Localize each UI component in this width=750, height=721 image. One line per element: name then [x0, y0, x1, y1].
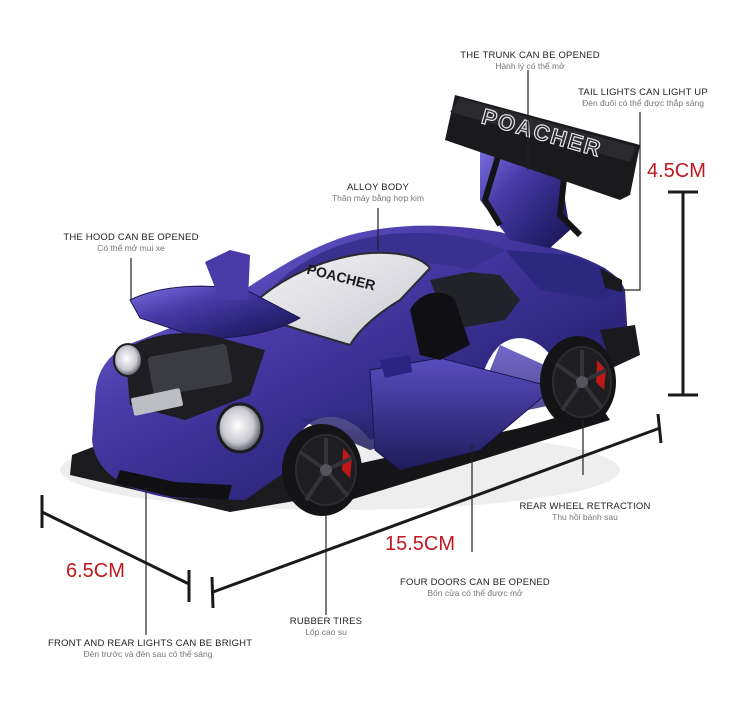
dimension-lines: [40, 190, 698, 609]
front-wheel: [282, 424, 362, 516]
open-hood: [129, 285, 302, 339]
tail-lights-leader: [622, 112, 641, 291]
length-dimension: 15.5CM: [385, 533, 456, 555]
lights-label: FRONT AND REAR LIGHTS CAN BE BRIGHT Đèn …: [48, 638, 253, 660]
front-brake-caliper: [342, 448, 352, 478]
rear-wheel-label-vi: Thu hồi bánh sau: [552, 511, 618, 522]
rear-wheel: [540, 336, 616, 428]
hood-label-en: THE HOOD CAN BE OPENED: [63, 232, 199, 243]
rear-deck: [505, 250, 625, 300]
leader-lines: [130, 70, 641, 635]
headlight-left: [113, 343, 143, 377]
seat: [410, 292, 470, 360]
doors-label-en: FOUR DOORS CAN BE OPENED: [400, 577, 550, 588]
height-dimension: 4.5CM: [647, 160, 706, 182]
headlight-right: [216, 402, 264, 454]
door-mirror: [380, 355, 412, 378]
spoiler-wing-top: [450, 98, 636, 162]
alloy-body-label-en: ALLOY BODY: [346, 182, 410, 193]
width-dimension: 6.5CM: [66, 560, 125, 582]
bumper-grille: [115, 470, 232, 500]
doors-label: FOUR DOORS CAN BE OPENED Bốn cửa có thể …: [395, 577, 555, 599]
length-dim-line: [212, 426, 661, 594]
doors-label-vi: Bốn cửa có thể được mở: [427, 587, 523, 598]
trunk-label-vi: Hành lý có thể mở: [495, 60, 565, 71]
spoiler-strut-right: [556, 169, 583, 238]
tires-label: RUBBER TIRES Lốp cao su: [276, 616, 376, 638]
tires-label-vi: Lốp cao su: [305, 626, 347, 637]
rear-wheel-label-en: REAR WHEEL RETRACTION: [519, 501, 651, 512]
open-door: [369, 357, 546, 471]
tail-lights-label-en: TAIL LIGHTS CAN LIGHT UP: [578, 87, 708, 98]
lights-label-en: FRONT AND REAR LIGHTS CAN BE BRIGHT: [48, 638, 253, 649]
engine-block: [147, 343, 233, 397]
car-model: POACHER POACHER: [60, 95, 640, 516]
radiator: [131, 388, 183, 416]
tail-light: [600, 268, 622, 292]
alloy-body-label-vi: Thân máy bằng hợp kim: [331, 192, 425, 203]
trunk-label-en: THE TRUNK CAN BE OPENED: [460, 50, 600, 61]
width-dim-line: [41, 510, 190, 586]
length-dim-cap-left: [210, 576, 215, 609]
hood-panel: [205, 250, 250, 300]
tires-label-en: RUBBER TIRES: [289, 616, 363, 627]
tail-lights-label: TAIL LIGHTS CAN LIGHT UP Đèn đuôi có thể…: [568, 87, 718, 109]
rear-brake-caliper: [596, 360, 606, 390]
hood-label-vi: Có thể mở mui xe: [97, 242, 165, 253]
lights-label-vi: Đèn trước và đèn sau có thể sáng: [83, 648, 213, 659]
hood-label: THE HOOD CAN BE OPENED Có thể mở mui xe: [56, 232, 206, 254]
tail-lights-label-vi: Đèn đuôi có thể được thắp sáng: [582, 97, 704, 108]
spoiler-strut-left: [481, 149, 503, 227]
trunk-label: THE TRUNK CAN BE OPENED Hành lý có thể m…: [455, 50, 605, 72]
length-dim-cap-right: [656, 413, 663, 444]
rear-wheel-label: REAR WHEEL RETRACTION Thu hồi bánh sau: [510, 501, 660, 523]
alloy-body-label: ALLOY BODY Thân máy bằng hợp kim: [308, 182, 448, 204]
